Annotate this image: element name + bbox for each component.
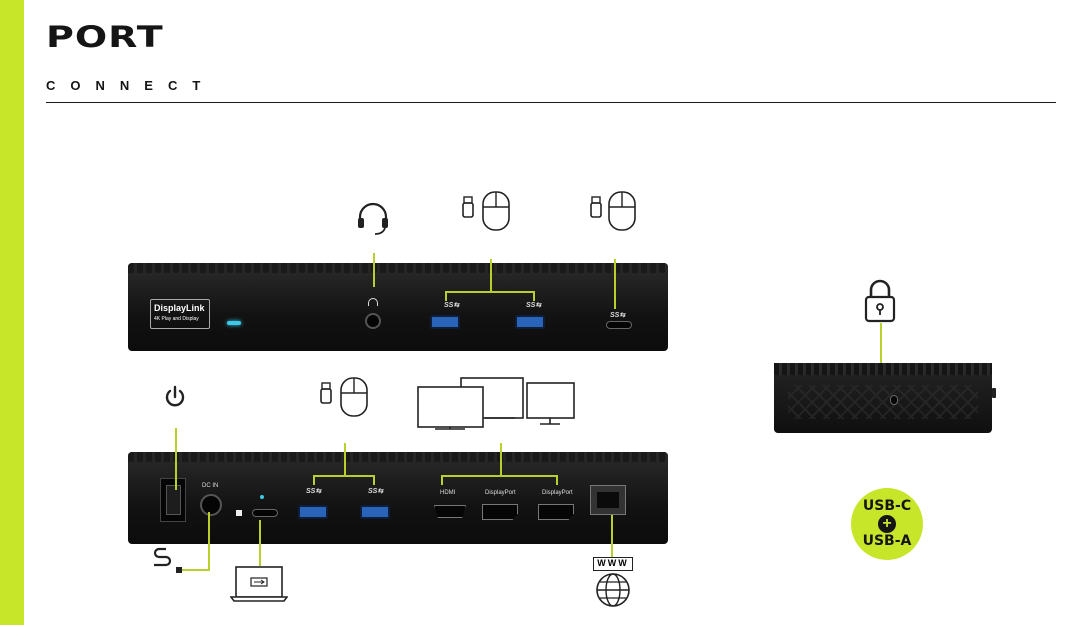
header-rule: [46, 102, 1056, 103]
headphone-callout-line: [373, 253, 375, 287]
rear-usb-callout-r: [373, 475, 375, 485]
front-usb-callout-r: [533, 291, 535, 301]
logo-word: PORT: [46, 22, 164, 52]
power-callout-line: [175, 428, 177, 490]
dp2-label: DisplayPort: [542, 490, 573, 496]
www-box: www: [593, 557, 633, 571]
mouse-icon: [481, 190, 511, 232]
hdmi-label: HDMI: [440, 490, 455, 496]
ss-label-2: SS⇆: [526, 301, 541, 309]
dock-vent: [128, 263, 668, 273]
usb-stick-icon: [590, 196, 602, 218]
logo-sub-text: CONNECT: [46, 78, 215, 93]
monitor-icon: [415, 376, 577, 432]
side-dock-knob: [992, 388, 996, 398]
video-callout-stem: [500, 443, 502, 475]
dcin-callout-line: [208, 512, 210, 570]
status-led: [227, 321, 241, 325]
dp1-label: DisplayPort: [485, 490, 516, 496]
headphones-icon: [355, 200, 391, 236]
video-callout-bar: [441, 475, 558, 477]
power-icon: [163, 385, 187, 409]
rear-usba-port-2: [360, 505, 390, 519]
front-usb-callout-stem: [490, 259, 492, 291]
front-usb-callout-bar: [445, 291, 535, 293]
audio-jack: [365, 313, 381, 329]
side-vents: [788, 385, 978, 419]
logo-sub: CONNECT: [46, 78, 208, 93]
ethernet-port: [590, 485, 626, 515]
globe-icon: [594, 571, 632, 609]
dc-in-jack: [200, 494, 222, 516]
dock-vent: [128, 452, 668, 462]
displaylink-subtitle: 4K Play and Display: [154, 316, 206, 322]
power-switch: [160, 478, 186, 522]
displaylink-badge: DisplayLink 4K Play and Display: [150, 299, 210, 329]
usb-compat-badge: USB-C + USB-A: [851, 488, 923, 560]
compat-line2: USB-A: [851, 533, 923, 549]
laptop-callout-line: [259, 520, 261, 566]
front-usbc-callout-line: [614, 259, 616, 309]
front-usba-port-2: [515, 315, 545, 329]
front-dock: DisplayLink 4K Play and Display SS⇆ SS⇆ …: [128, 263, 668, 351]
laptop-led: [260, 495, 264, 499]
front-usba-port-1: [430, 315, 460, 329]
hdmi-port: [434, 505, 466, 518]
accent-bar: [0, 0, 24, 625]
ss-label-4: SS⇆: [306, 487, 321, 495]
video-callout-r: [556, 475, 558, 485]
front-usb-callout-l: [445, 291, 447, 301]
port-connect-logo: PORT CONNECT: [46, 22, 208, 72]
rear-usb-callout-l: [313, 475, 315, 485]
front-usbc-port: [606, 321, 632, 329]
side-dock: [774, 363, 992, 433]
rear-usb-callout-stem: [344, 443, 346, 475]
rear-usb-callout-bar: [313, 475, 375, 477]
laptop-icon: [230, 565, 288, 603]
ss-label-5: SS⇆: [368, 487, 383, 495]
displaylink-title: DisplayLink: [154, 303, 206, 313]
usb-stick-icon: [462, 196, 474, 218]
ss-label-3: SS⇆: [610, 311, 625, 319]
audio-jack-symbol: [368, 298, 378, 306]
cable-icon: [150, 545, 188, 577]
rear-usbc-port: [252, 509, 278, 517]
displayport-2: [538, 504, 574, 520]
lock-icon: [864, 279, 896, 323]
displayport-1: [482, 504, 518, 520]
dcin-label: DC IN: [202, 483, 218, 489]
ethernet-callout-line: [611, 515, 613, 557]
mouse-icon: [339, 376, 369, 418]
www-label: www: [597, 558, 628, 568]
compat-line1: USB-C: [851, 498, 923, 514]
ss-label-1: SS⇆: [444, 301, 459, 309]
rear-usba-port-1: [298, 505, 328, 519]
kensington-slot: [890, 395, 898, 405]
video-callout-l: [441, 475, 443, 485]
mouse-icon: [607, 190, 637, 232]
usb-stick-icon: [320, 382, 332, 404]
small-indicator: [236, 510, 242, 516]
plus-icon: +: [878, 515, 896, 533]
